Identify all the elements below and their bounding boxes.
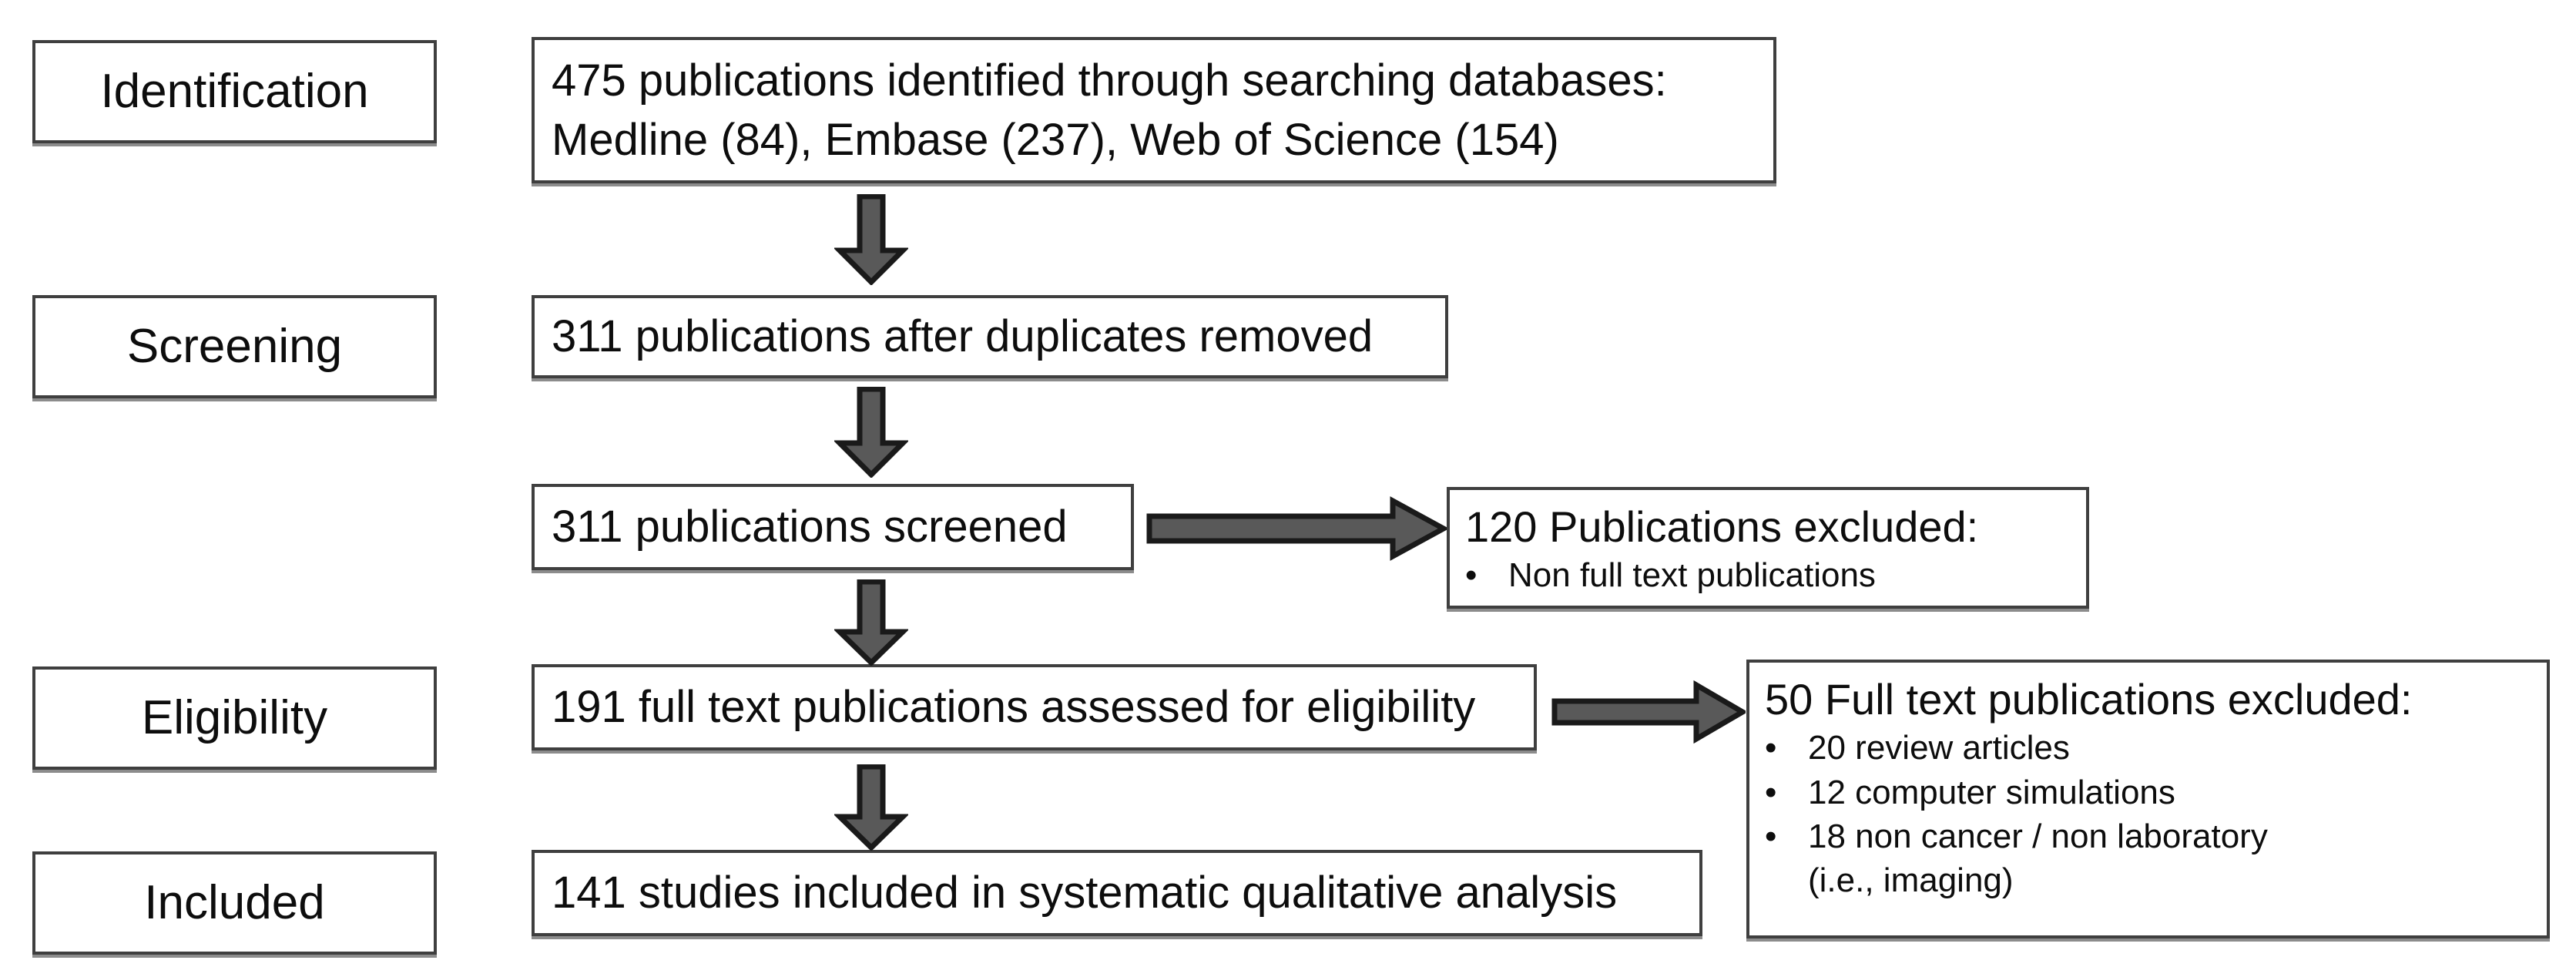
arrow-identified-to-duplicates-icon	[834, 194, 908, 285]
stage-label-eligibility-text: Eligibility	[141, 691, 328, 745]
stage-label-eligibility: Eligibility	[32, 666, 437, 770]
list-item-label: Non full text publications	[1508, 556, 1876, 595]
flow-box-full-text-assessed: 191 full text publications assessed for …	[532, 664, 1537, 750]
flow-box-identified-line1: 475 publications identified through sear…	[552, 55, 1667, 106]
bullet-icon: •	[1465, 556, 1478, 595]
list-item: • 18 non cancer / non laboratory	[1765, 814, 2547, 858]
exclusion-box-eligibility-list: • 20 review articles • 12 computer simul…	[1749, 726, 2547, 858]
exclusion-box-eligibility-heading: 50 Full text publications excluded:	[1765, 675, 2413, 724]
list-item: • 12 computer simulations	[1765, 771, 2547, 814]
stage-label-identification-text: Identification	[100, 65, 369, 119]
flow-box-duplicates-removed-text: 311 publications after duplicates remove…	[552, 311, 1374, 362]
list-item-label: 20 review articles	[1808, 729, 2070, 767]
exclusion-box-screening: 120 Publications excluded: • Non full te…	[1447, 487, 2089, 609]
list-item: • 20 review articles	[1765, 726, 2547, 770]
arrow-fulltext-to-included-icon	[834, 764, 908, 851]
list-item-label: 18 non cancer / non laboratory	[1808, 817, 2268, 855]
stage-label-screening-text: Screening	[126, 320, 343, 374]
flow-box-included-studies: 141 studies included in systematic quali…	[532, 850, 1702, 936]
stage-label-included: Included	[32, 851, 437, 955]
flow-box-screened: 311 publications screened	[532, 484, 1134, 570]
exclusion-box-screening-heading: 120 Publications excluded:	[1465, 502, 1979, 551]
stage-label-included-text: Included	[144, 876, 325, 930]
stage-label-identification: Identification	[32, 40, 437, 143]
flow-box-duplicates-removed: 311 publications after duplicates remove…	[532, 295, 1448, 378]
exclusion-box-screening-list: • Non full text publications	[1450, 553, 2086, 597]
list-item: • Non full text publications	[1465, 553, 2086, 597]
bullet-icon: •	[1765, 773, 1777, 811]
bullet-icon: •	[1765, 817, 1777, 855]
arrow-screened-to-excluded-icon	[1146, 496, 1447, 561]
arrow-fulltext-to-excluded-icon	[1551, 680, 1746, 744]
flow-box-screened-text: 311 publications screened	[552, 502, 1068, 552]
arrow-duplicates-to-screened-icon	[834, 387, 908, 478]
list-item-label: 12 computer simulations	[1808, 773, 2175, 811]
bullet-icon: •	[1765, 729, 1777, 767]
stage-label-screening: Screening	[32, 295, 437, 398]
exclusion-box-eligibility-continuation: (i.e., imaging)	[1808, 861, 2014, 899]
flow-box-identified-line2: Medline (84), Embase (237), Web of Scien…	[552, 115, 1559, 165]
exclusion-box-eligibility: 50 Full text publications excluded: • 20…	[1746, 660, 2550, 938]
flow-box-identified: 475 publications identified through sear…	[532, 37, 1776, 183]
flow-box-included-studies-text: 141 studies included in systematic quali…	[552, 868, 1618, 918]
arrow-screened-to-fulltext-icon	[834, 579, 908, 666]
flow-box-full-text-assessed-text: 191 full text publications assessed for …	[552, 682, 1476, 733]
